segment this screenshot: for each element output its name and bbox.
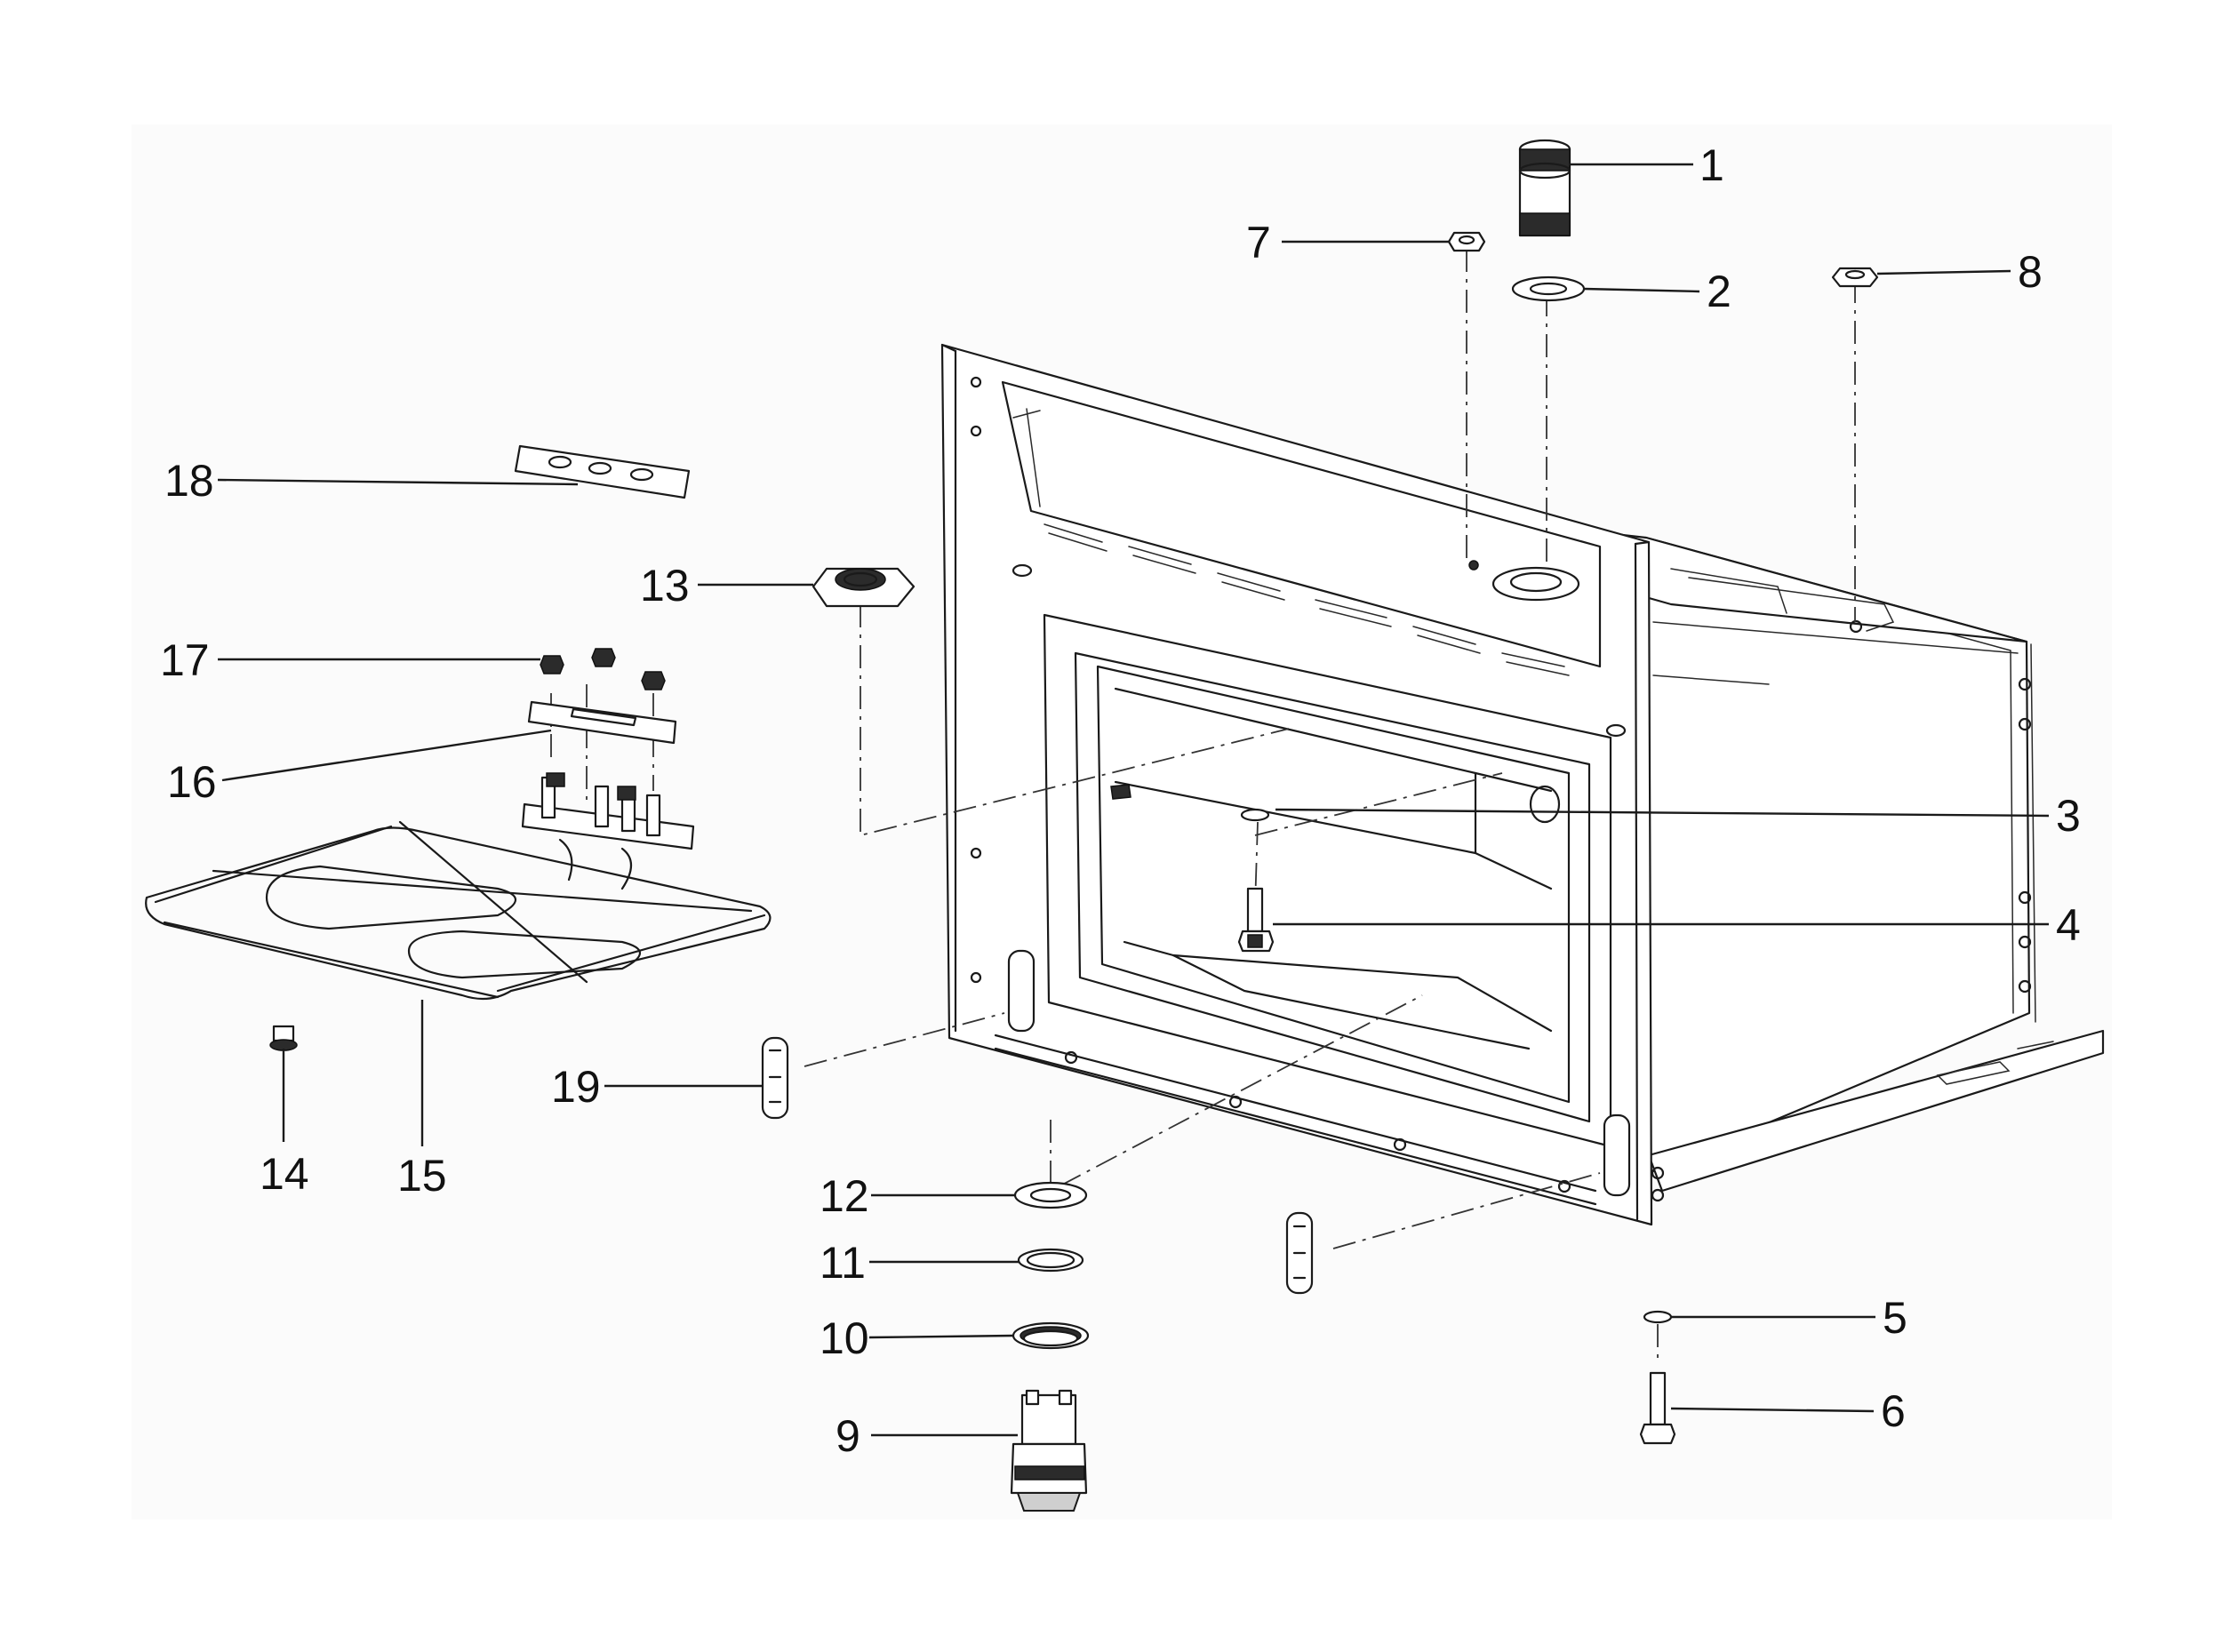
part-11-ring	[1017, 1248, 1084, 1273]
label-1: 1	[1699, 140, 1724, 190]
label-13: 13	[640, 561, 690, 611]
part-1-threaded-connector	[1518, 139, 1571, 237]
part-4-bolt	[1237, 887, 1275, 953]
label-17: 17	[160, 635, 210, 685]
part-19-clips	[761, 1036, 1314, 1295]
part-17-nuts	[540, 648, 666, 690]
label-15: 15	[397, 1151, 447, 1201]
label-3: 3	[2056, 791, 2081, 841]
label-16: 16	[167, 757, 217, 807]
part-7-nut	[1447, 231, 1486, 252]
oven-cavity-housing	[940, 343, 2105, 1226]
label-18: 18	[164, 456, 214, 506]
part-8-nut	[1831, 267, 1879, 288]
label-14: 14	[260, 1149, 309, 1199]
part-9-lamp-holder	[1010, 1389, 1088, 1512]
part-3-washer	[1240, 808, 1270, 822]
label-19: 19	[551, 1062, 601, 1112]
label-11: 11	[820, 1238, 866, 1288]
part-10-ring	[1012, 1321, 1090, 1350]
label-6: 6	[1881, 1386, 1906, 1436]
part-14-small-nut	[269, 1025, 298, 1051]
part-15-heating-element	[145, 772, 772, 1001]
part-6-bolt	[1639, 1371, 1676, 1445]
label-9: 9	[836, 1411, 860, 1461]
part-12-ring	[1013, 1181, 1088, 1209]
label-7: 7	[1246, 218, 1271, 267]
part-18-plate	[514, 444, 691, 499]
label-12: 12	[820, 1171, 869, 1221]
label-5: 5	[1883, 1293, 1907, 1343]
part-number-labels: 1 2 3 4 5 6 7 8 9 10 11 12 13 14 15 16 1…	[160, 140, 2081, 1461]
part-2-washer	[1511, 275, 1586, 302]
leader-lines	[217, 163, 2050, 1437]
label-2: 2	[1707, 267, 1731, 316]
label-4: 4	[2056, 900, 2081, 950]
label-8: 8	[2018, 247, 2043, 297]
part-5-washer	[1643, 1310, 1673, 1324]
part-16-bracket	[527, 700, 677, 745]
part-13-large-nut	[812, 567, 916, 608]
label-10: 10	[820, 1313, 869, 1363]
